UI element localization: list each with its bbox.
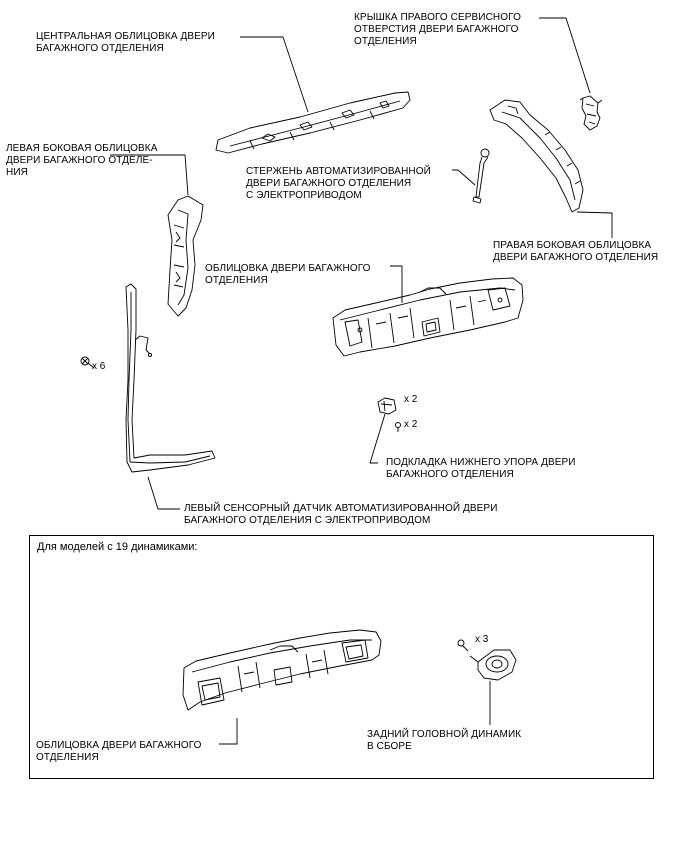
door-trim-19-label: ОБЛИЦОВКА ДВЕРИ БАГАЖНОГО ОТДЕЛЕНИЯ xyxy=(36,740,202,763)
stopper-bolt-qty-b: x 2 xyxy=(404,419,418,430)
lower-stopper-leader xyxy=(369,413,386,464)
power-stay-leader xyxy=(452,169,476,186)
right-side-trim-leader xyxy=(576,211,613,238)
lower-stopper-part xyxy=(377,397,401,432)
door-trim-19-part xyxy=(182,629,382,711)
variant-box-title: Для моделей с 19 динамиками: xyxy=(37,541,198,553)
door-trim-19-leader xyxy=(219,718,238,745)
lower-stopper-label: ПОДКЛАДКА НИЖНЕГО УПОРА ДВЕРИ БАГАЖНОГО … xyxy=(386,457,576,480)
speaker-screw-qty: x 3 xyxy=(475,634,489,645)
rear-speaker-part xyxy=(457,639,517,681)
door-trim-leader xyxy=(390,265,403,303)
clip-part xyxy=(80,356,95,369)
center-trim-label: ЦЕНТРАЛЬНАЯ ОБЛИЦОВКА ДВЕРИ БАГАЖНОГО ОТ… xyxy=(36,31,215,54)
service-hole-cover-leader xyxy=(539,17,591,94)
right-side-trim-part xyxy=(489,99,584,213)
service-hole-cover-label: КРЫШКА ПРАВОГО СЕРВИСНОГО ОТВЕРСТИЯ ДВЕР… xyxy=(354,12,521,47)
touch-sensor-label: ЛЕВЫЙ СЕНСОРНЫЙ ДАТЧИК АВТОМАТИЗИРОВАННО… xyxy=(184,503,498,526)
touch-sensor-leader xyxy=(147,476,180,510)
center-trim-part xyxy=(215,91,411,154)
touch-sensor-part xyxy=(125,283,216,473)
stopper-bolt-qty-a: x 2 xyxy=(404,394,418,405)
center-trim-leader xyxy=(240,36,309,113)
service-hole-cover-part xyxy=(579,95,603,131)
rear-speaker-label: ЗАДНИЙ ГОЛОВНОЙ ДИНАМИК В СБОРЕ xyxy=(367,729,522,752)
left-side-trim-label: ЛЕВАЯ БОКОВАЯ ОБЛИЦОВКА ДВЕРИ БАГАЖНОГО … xyxy=(6,143,158,178)
clip-qty: x 6 xyxy=(92,361,106,372)
right-side-trim-label: ПРАВАЯ БОКОВАЯ ОБЛИЦОВКА ДВЕРИ БАГАЖНОГО… xyxy=(493,240,659,263)
left-side-trim-leader xyxy=(110,154,189,196)
door-trim-label: ОБЛИЦОВКА ДВЕРИ БАГАЖНОГО ОТДЕЛЕНИЯ xyxy=(205,263,371,286)
power-stay-label: СТЕРЖЕНЬ АВТОМАТИЗИРОВАННОЙ ДВЕРИ БАГАЖН… xyxy=(246,166,431,201)
left-side-trim-part xyxy=(167,195,204,317)
door-trim-part xyxy=(332,277,524,357)
variant-box xyxy=(29,535,654,779)
power-stay-part xyxy=(472,148,490,204)
